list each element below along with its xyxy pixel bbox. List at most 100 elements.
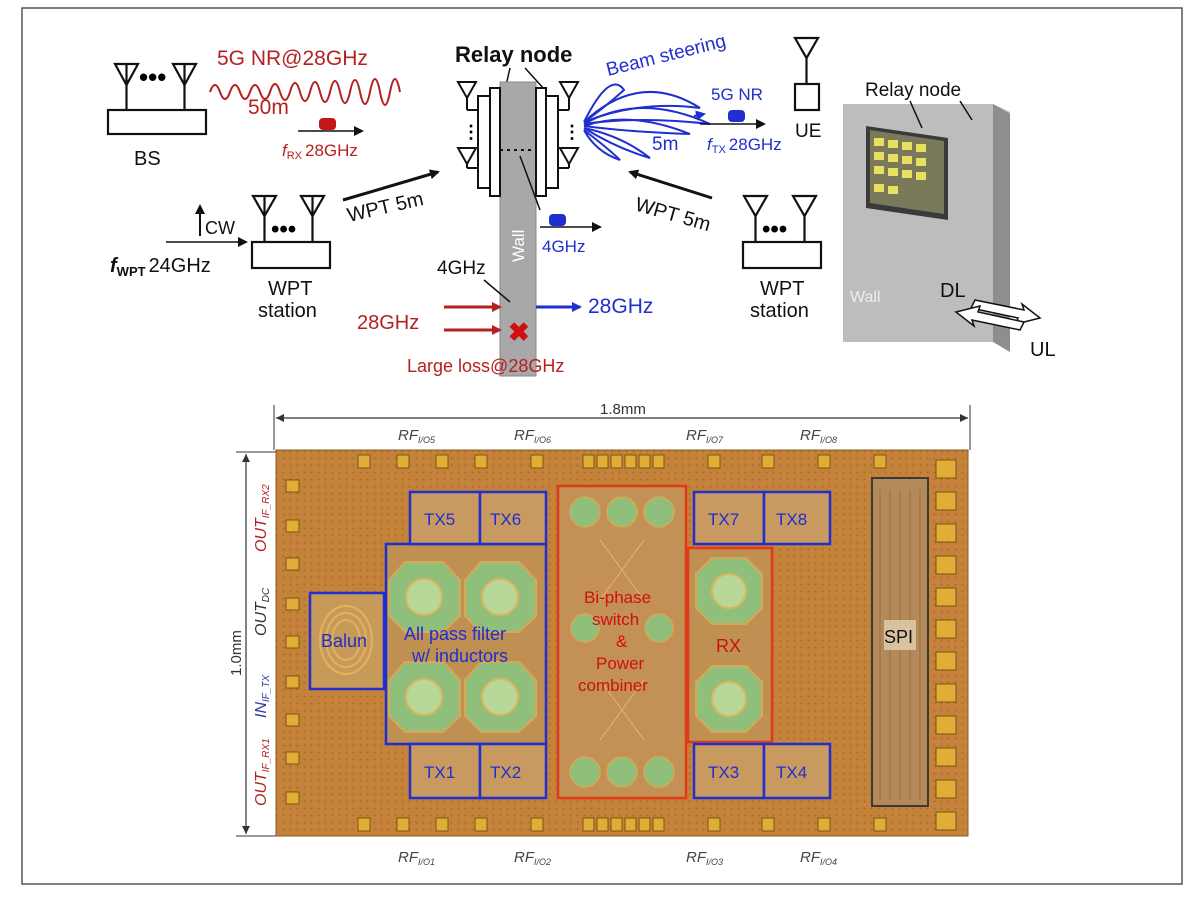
wpt-arrow-left: [342, 169, 440, 202]
wpt-right-l1: WPT: [760, 278, 804, 300]
beam-main-arrow: [693, 110, 706, 121]
bps-label-1: Bi-phase: [584, 588, 651, 607]
rf-wave-50m: [209, 78, 401, 106]
tx4-label: TX4: [776, 763, 807, 782]
bs-dots: •••: [139, 62, 166, 92]
out-if-rx1-label: OUTIF_RX1: [253, 738, 272, 806]
dl-label: DL: [940, 280, 966, 302]
wpt-station-right: [741, 194, 823, 270]
bps-traces: [599, 539, 645, 741]
tx8-label: TX8: [776, 510, 807, 529]
if-pointer: [519, 155, 541, 211]
tx2-block: [478, 742, 548, 800]
height-label: 1.0mm: [228, 630, 245, 676]
rf-io4-label: RFI/O4: [800, 849, 837, 867]
wpt-left-l1: WPT: [268, 278, 312, 300]
relay-node-label: Relay node: [455, 42, 572, 67]
dist-50m-label: 50m: [248, 96, 289, 119]
apf-label-1: All pass filter: [404, 624, 506, 644]
relay-3d-pointer: [909, 100, 923, 129]
bps-inductors: [569, 496, 675, 788]
wpt-right-l2: station: [750, 300, 809, 322]
rf-io3-label: RFI/O3: [686, 849, 723, 867]
bs-label: BS: [134, 148, 161, 170]
width-label: 1.8mm: [600, 401, 646, 418]
ul-arrow: [954, 304, 1026, 331]
rf-io7-label: RFI/O7: [686, 427, 724, 445]
rf-io1-label: RFI/O1: [398, 849, 435, 867]
blocked-x-icon: ✖: [508, 317, 530, 347]
out-28ghz-label: 28GHz: [588, 295, 653, 318]
wall-slab: [499, 81, 537, 377]
mid-4ghz-label: 4GHz: [437, 258, 486, 279]
ul-label: UL: [1030, 339, 1056, 361]
balun-label: Balun: [321, 631, 367, 651]
chip-die-edge: [275, 449, 969, 837]
tx7-label: TX7: [708, 510, 739, 529]
tx8-block: [762, 490, 832, 546]
tx5-label: TX5: [424, 510, 455, 529]
rf-io-top-labels: RFI/O5 RFI/O6 RFI/O7 RFI/O8: [398, 427, 837, 445]
out-if-rx2-label: OUTIF_RX2: [253, 484, 272, 552]
rf-io-bottom-labels: RFI/O1 RFI/O2 RFI/O3 RFI/O4: [398, 849, 837, 867]
if-4ghz-label: 4GHz: [542, 237, 585, 256]
wpt-arrow-right: [628, 169, 713, 200]
bps-label-5: combiner: [578, 676, 648, 695]
spi-label: SPI: [884, 627, 913, 647]
rf-io5-label: RFI/O5: [398, 427, 436, 445]
tx2-label: TX2: [490, 763, 521, 782]
chip-pads: [285, 454, 957, 832]
link-5g-label: 5G NR@28GHz: [217, 47, 368, 70]
rx-spectrum-icon: [319, 118, 336, 130]
wall-3d-label: Wall: [850, 289, 881, 306]
wpt-left-dots: •••: [271, 216, 296, 243]
side-port-labels: OUTIF_RX2 OUTDC INIF_TX OUTIF_RX1: [253, 484, 272, 806]
balun-coil: [319, 605, 373, 675]
tx5-block: [408, 490, 482, 546]
wall-3d-pointer: [959, 100, 973, 121]
bps-label-2: switch: [592, 610, 639, 629]
relay-pointer-2: [524, 67, 546, 91]
wall-label: Wall: [509, 230, 528, 262]
relay-antennas: [456, 81, 580, 169]
rf-io8-label: RFI/O8: [800, 427, 837, 445]
if-spectrum-icon: [549, 214, 566, 226]
rx-inductors: [695, 557, 763, 733]
bps-block: [556, 484, 688, 800]
tx-spectrum-icon: [728, 110, 745, 122]
relay-node-3d-label: Relay node: [865, 80, 961, 101]
tx7-block: [692, 490, 766, 546]
large-loss-label: Large loss@28GHz: [407, 356, 564, 376]
tx6-block: [478, 490, 548, 546]
relay-node-body: [477, 87, 559, 197]
rf-io6-label: RFI/O6: [514, 427, 551, 445]
wpt-station-left: [250, 194, 332, 270]
dist-5m-label: 5m: [652, 134, 678, 155]
relay-panel-elements: [874, 138, 926, 194]
bs-antenna-array: [106, 62, 208, 136]
relay-dots-left: ⋮: [462, 122, 480, 142]
rx-inductor-cores: [711, 573, 747, 717]
ue-device: [793, 36, 821, 112]
tx4-block: [762, 742, 832, 800]
apf-inductor-cores: [405, 578, 519, 716]
ue-label: UE: [795, 121, 821, 142]
tx3-label: TX3: [708, 763, 739, 782]
tx1-label: TX1: [424, 763, 455, 782]
bps-label-3: &: [616, 632, 628, 651]
spi-label-bg: [884, 620, 916, 650]
wpt-left-l2: station: [258, 300, 317, 322]
bps-label-4: Power: [596, 654, 645, 673]
cw-label: CW: [205, 218, 235, 238]
tx6-label: TX6: [490, 510, 521, 529]
in-if-tx-label: INIF_TX: [253, 674, 272, 718]
relay-dots-right: ⋮: [563, 122, 581, 142]
wpt-right-dots: •••: [762, 216, 787, 243]
rx-label: RX: [716, 636, 741, 656]
rf-io2-label: RFI/O2: [514, 849, 551, 867]
in-28ghz-label: 28GHz: [357, 312, 419, 334]
